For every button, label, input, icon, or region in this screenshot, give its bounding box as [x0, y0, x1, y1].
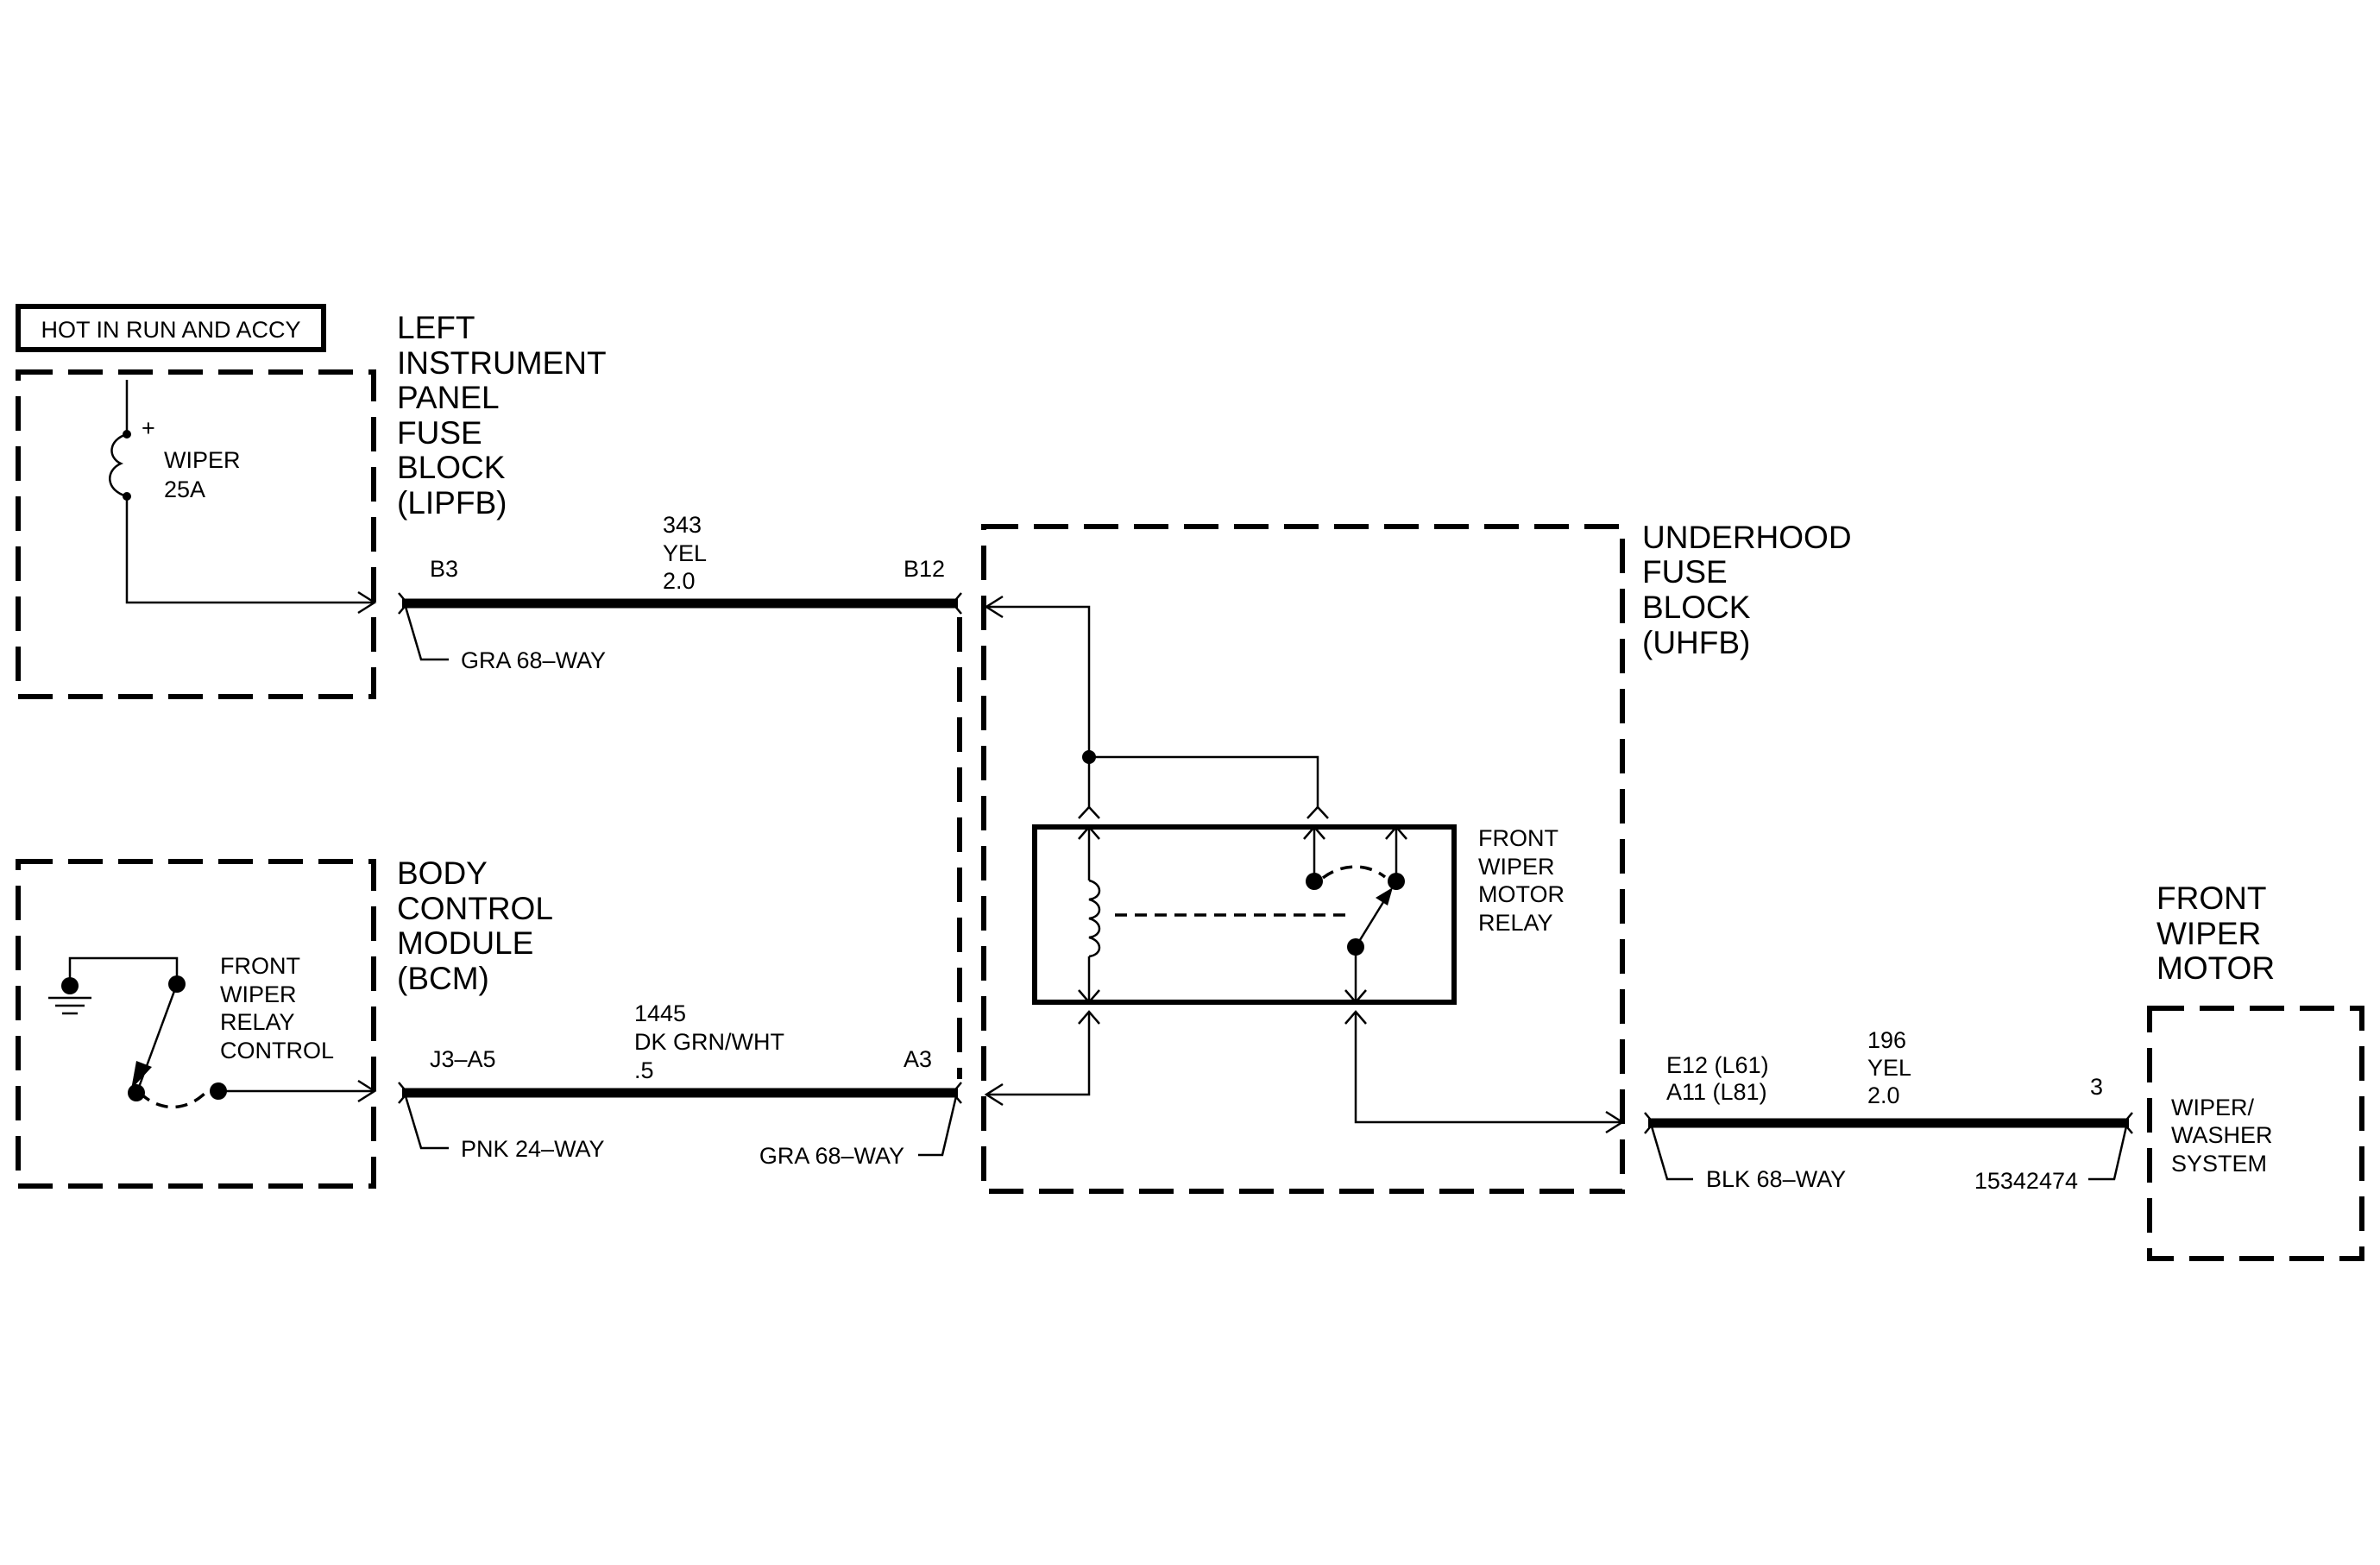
fuse-polarity: +: [142, 415, 155, 441]
motor-connector: 15342474: [1974, 1168, 2078, 1194]
motor-ref-label: WIPER/ WASHER SYSTEM: [2171, 1095, 2273, 1177]
svg-text:MOTOR: MOTOR: [2156, 950, 2275, 986]
uhfb-component-box: [981, 524, 1625, 1194]
relay-contact-icon: [1303, 825, 1407, 1004]
lipfb-pin: B3: [430, 556, 458, 582]
lipfb-connector-leader: [404, 606, 449, 661]
uhfb-title: UNDERHOOD FUSE BLOCK (UHFB): [1642, 520, 1852, 660]
wire-343: [398, 592, 962, 615]
svg-text:PANEL: PANEL: [397, 380, 500, 415]
uhfb-internal-wiring-bottom: [984, 1010, 1625, 1134]
svg-text:(BCM): (BCM): [397, 961, 489, 996]
fuse-rating: 25A: [164, 476, 205, 502]
svg-text:FUSE: FUSE: [397, 415, 482, 451]
motor-title: FRONT WIPER MOTOR: [2156, 880, 2275, 986]
svg-text:(LIPFB): (LIPFB): [397, 485, 507, 521]
wire-196-gauge: 2.0: [1867, 1082, 1900, 1108]
wire-196: [1644, 1112, 2133, 1134]
svg-text:BODY: BODY: [397, 855, 488, 891]
wire-1445-pin-end: A3: [904, 1046, 932, 1072]
uhfb-connector-leader: [1650, 1126, 1693, 1181]
wire-343-gauge: 2.0: [663, 568, 696, 594]
svg-text:FRONT: FRONT: [220, 953, 300, 979]
uhfb-pin-2: A11 (L81): [1666, 1079, 1767, 1105]
wire-1445-circuit: 1445: [634, 1000, 686, 1026]
svg-text:BLOCK: BLOCK: [397, 450, 506, 485]
a3-connector: GRA 68–WAY: [759, 1143, 904, 1169]
svg-text:FUSE: FUSE: [1642, 554, 1728, 590]
motor-connector-leader: [2088, 1126, 2128, 1181]
svg-text:BLOCK: BLOCK: [1642, 590, 1751, 625]
lipfb-title: LEFT INSTRUMENT PANEL FUSE BLOCK (LIPFB): [397, 310, 607, 521]
svg-text:LEFT: LEFT: [397, 310, 475, 345]
wire-1445-gauge: .5: [634, 1057, 654, 1083]
svg-text:WIPER: WIPER: [1478, 854, 1555, 880]
svg-text:CONTROL: CONTROL: [220, 1038, 334, 1063]
svg-text:(UHFB): (UHFB): [1642, 625, 1750, 660]
wire-343-circuit: 343: [663, 512, 702, 538]
hot-label-box: [16, 304, 326, 352]
svg-text:WIPER/: WIPER/: [2171, 1095, 2255, 1120]
front-wiper-motor-relay-box: [1032, 824, 1457, 1005]
uhfb-connector: BLK 68–WAY: [1706, 1166, 1846, 1192]
wiper-fuse-icon: [109, 380, 377, 615]
wire-196-pin-end: 3: [2090, 1074, 2103, 1100]
wire-1445: [398, 1082, 962, 1104]
wire-196-color: YEL: [1867, 1055, 1911, 1081]
svg-text:WIPER: WIPER: [2156, 916, 2261, 951]
ground-icon: [48, 956, 179, 1015]
wire-343-color: YEL: [663, 540, 707, 566]
svg-text:FRONT: FRONT: [1478, 825, 1558, 851]
relay-label: FRONT WIPER MOTOR RELAY: [1478, 825, 1565, 936]
svg-text:MOTOR: MOTOR: [1478, 881, 1565, 907]
relay-control-switch-icon: [128, 975, 377, 1109]
bcm-component-box: [16, 859, 376, 1189]
motor-component-box: [2147, 1006, 2364, 1261]
hot-label: HOT IN RUN AND ACCY: [41, 317, 300, 343]
lipfb-component-box: [16, 369, 376, 699]
svg-text:WIPER: WIPER: [220, 981, 297, 1007]
svg-text:MODULE: MODULE: [397, 925, 533, 961]
relay-coil-icon: [1078, 825, 1346, 1004]
lipfb-connector: GRA 68–WAY: [461, 647, 606, 673]
bcm-connector: PNK 24–WAY: [461, 1136, 605, 1162]
svg-text:RELAY: RELAY: [1478, 910, 1553, 936]
bcm-connector-leader: [404, 1095, 449, 1150]
svg-text:FRONT: FRONT: [2156, 880, 2266, 916]
wire-1445-color: DK GRN/WHT: [634, 1029, 784, 1055]
bcm-switch-label: FRONT WIPER RELAY CONTROL: [220, 953, 334, 1063]
svg-text:UNDERHOOD: UNDERHOOD: [1642, 520, 1852, 555]
wire-343-pin-end: B12: [904, 556, 945, 582]
svg-text:CONTROL: CONTROL: [397, 891, 553, 926]
svg-text:INSTRUMENT: INSTRUMENT: [397, 345, 607, 381]
svg-text:WASHER: WASHER: [2171, 1122, 2273, 1148]
fuse-name: WIPER: [164, 447, 241, 473]
bcm-pin: J3–A5: [430, 1046, 496, 1072]
wire-196-circuit: 196: [1867, 1027, 1906, 1053]
uhfb-pin-1: E12 (L61): [1666, 1052, 1769, 1078]
bcm-title: BODY CONTROL MODULE (BCM): [397, 855, 553, 996]
svg-text:RELAY: RELAY: [220, 1009, 295, 1035]
uhfb-internal-wiring-top: [984, 595, 1329, 819]
svg-text:SYSTEM: SYSTEM: [2171, 1151, 2267, 1177]
a3-connector-leader: [918, 1095, 958, 1157]
